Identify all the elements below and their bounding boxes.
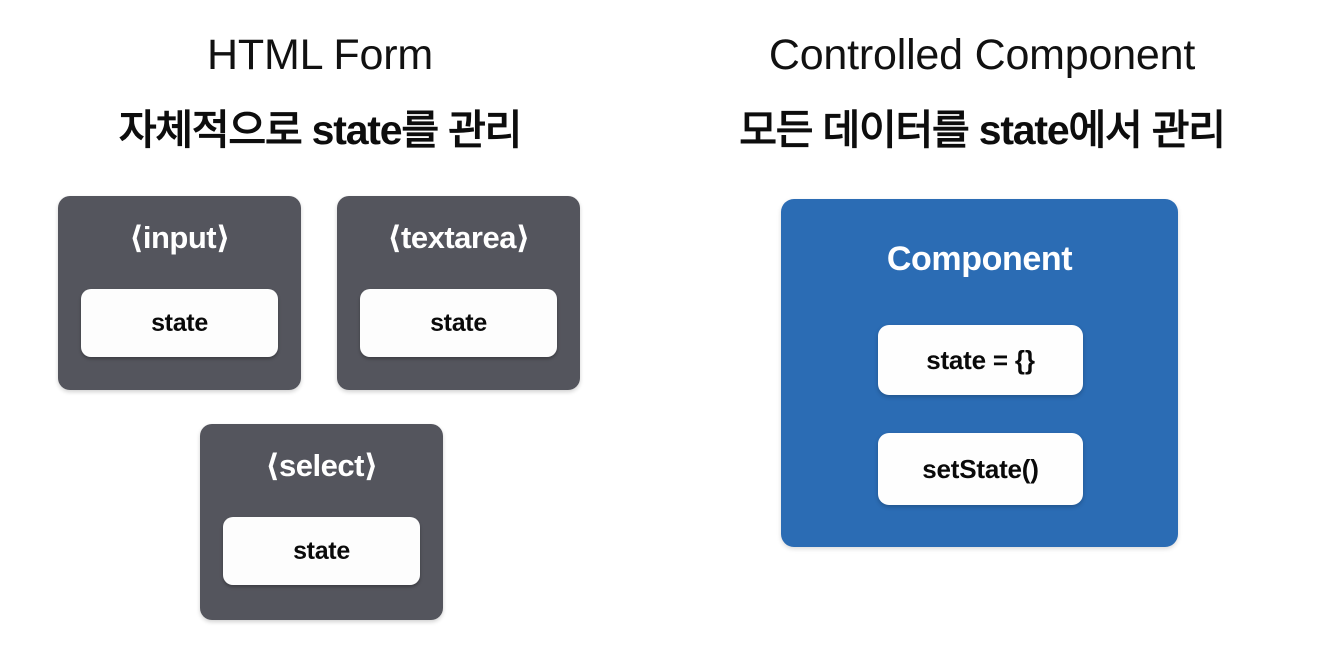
right-column-subtitle: 모든 데이터를 state에서 관리 [739, 107, 1226, 153]
input-tag-label: ⟨input⟩ [129, 220, 230, 255]
select-state-box: state [223, 517, 420, 585]
left-column-title: HTML Form [207, 31, 433, 79]
textarea-state-box: state [360, 289, 557, 357]
html-element-card-input: ⟨input⟩ state [58, 196, 301, 390]
component-title-label: Component [886, 240, 1073, 278]
textarea-tag-label: ⟨textarea⟩ [387, 220, 530, 255]
input-state-box: state [81, 289, 278, 357]
html-element-card-select: ⟨select⟩ state [200, 424, 443, 620]
left-column-subtitle: 자체적으로 state를 관리 [118, 107, 522, 153]
right-column-title: Controlled Component [768, 31, 1196, 79]
select-tag-label: ⟨select⟩ [265, 448, 378, 483]
component-state-box: state = {} [878, 325, 1083, 395]
react-component-card: Component state = {} setState() [781, 199, 1178, 547]
component-setstate-box: setState() [878, 433, 1083, 505]
html-element-card-textarea: ⟨textarea⟩ state [337, 196, 580, 390]
